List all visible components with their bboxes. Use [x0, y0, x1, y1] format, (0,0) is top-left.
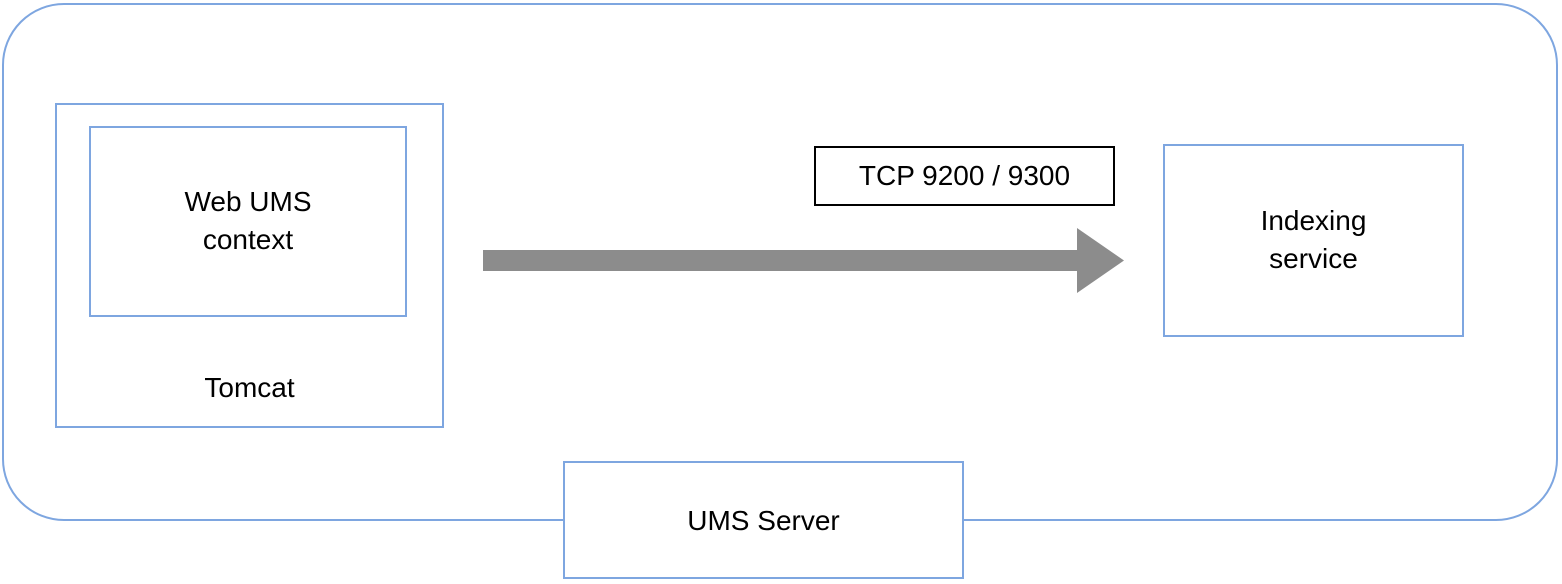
tomcat-label: Tomcat: [204, 372, 295, 403]
tcp-port-label-box[interactable]: TCP 9200 / 9300: [814, 146, 1115, 206]
arrow-right-icon: [483, 228, 1124, 293]
indexing-service-label: Indexing service: [1260, 205, 1367, 274]
ums-server-label: UMS Server: [687, 505, 840, 536]
tcp-port-label-text: TCP 9200 / 9300: [858, 160, 1071, 191]
indexing-service-box[interactable]: [1163, 144, 1464, 337]
web-ums-context-label: Web UMS context: [184, 186, 312, 255]
ums-server-box[interactable]: [563, 461, 964, 579]
tcp-connection-arrow[interactable]: [483, 227, 1124, 294]
web-ums-context-box[interactable]: [89, 126, 407, 317]
